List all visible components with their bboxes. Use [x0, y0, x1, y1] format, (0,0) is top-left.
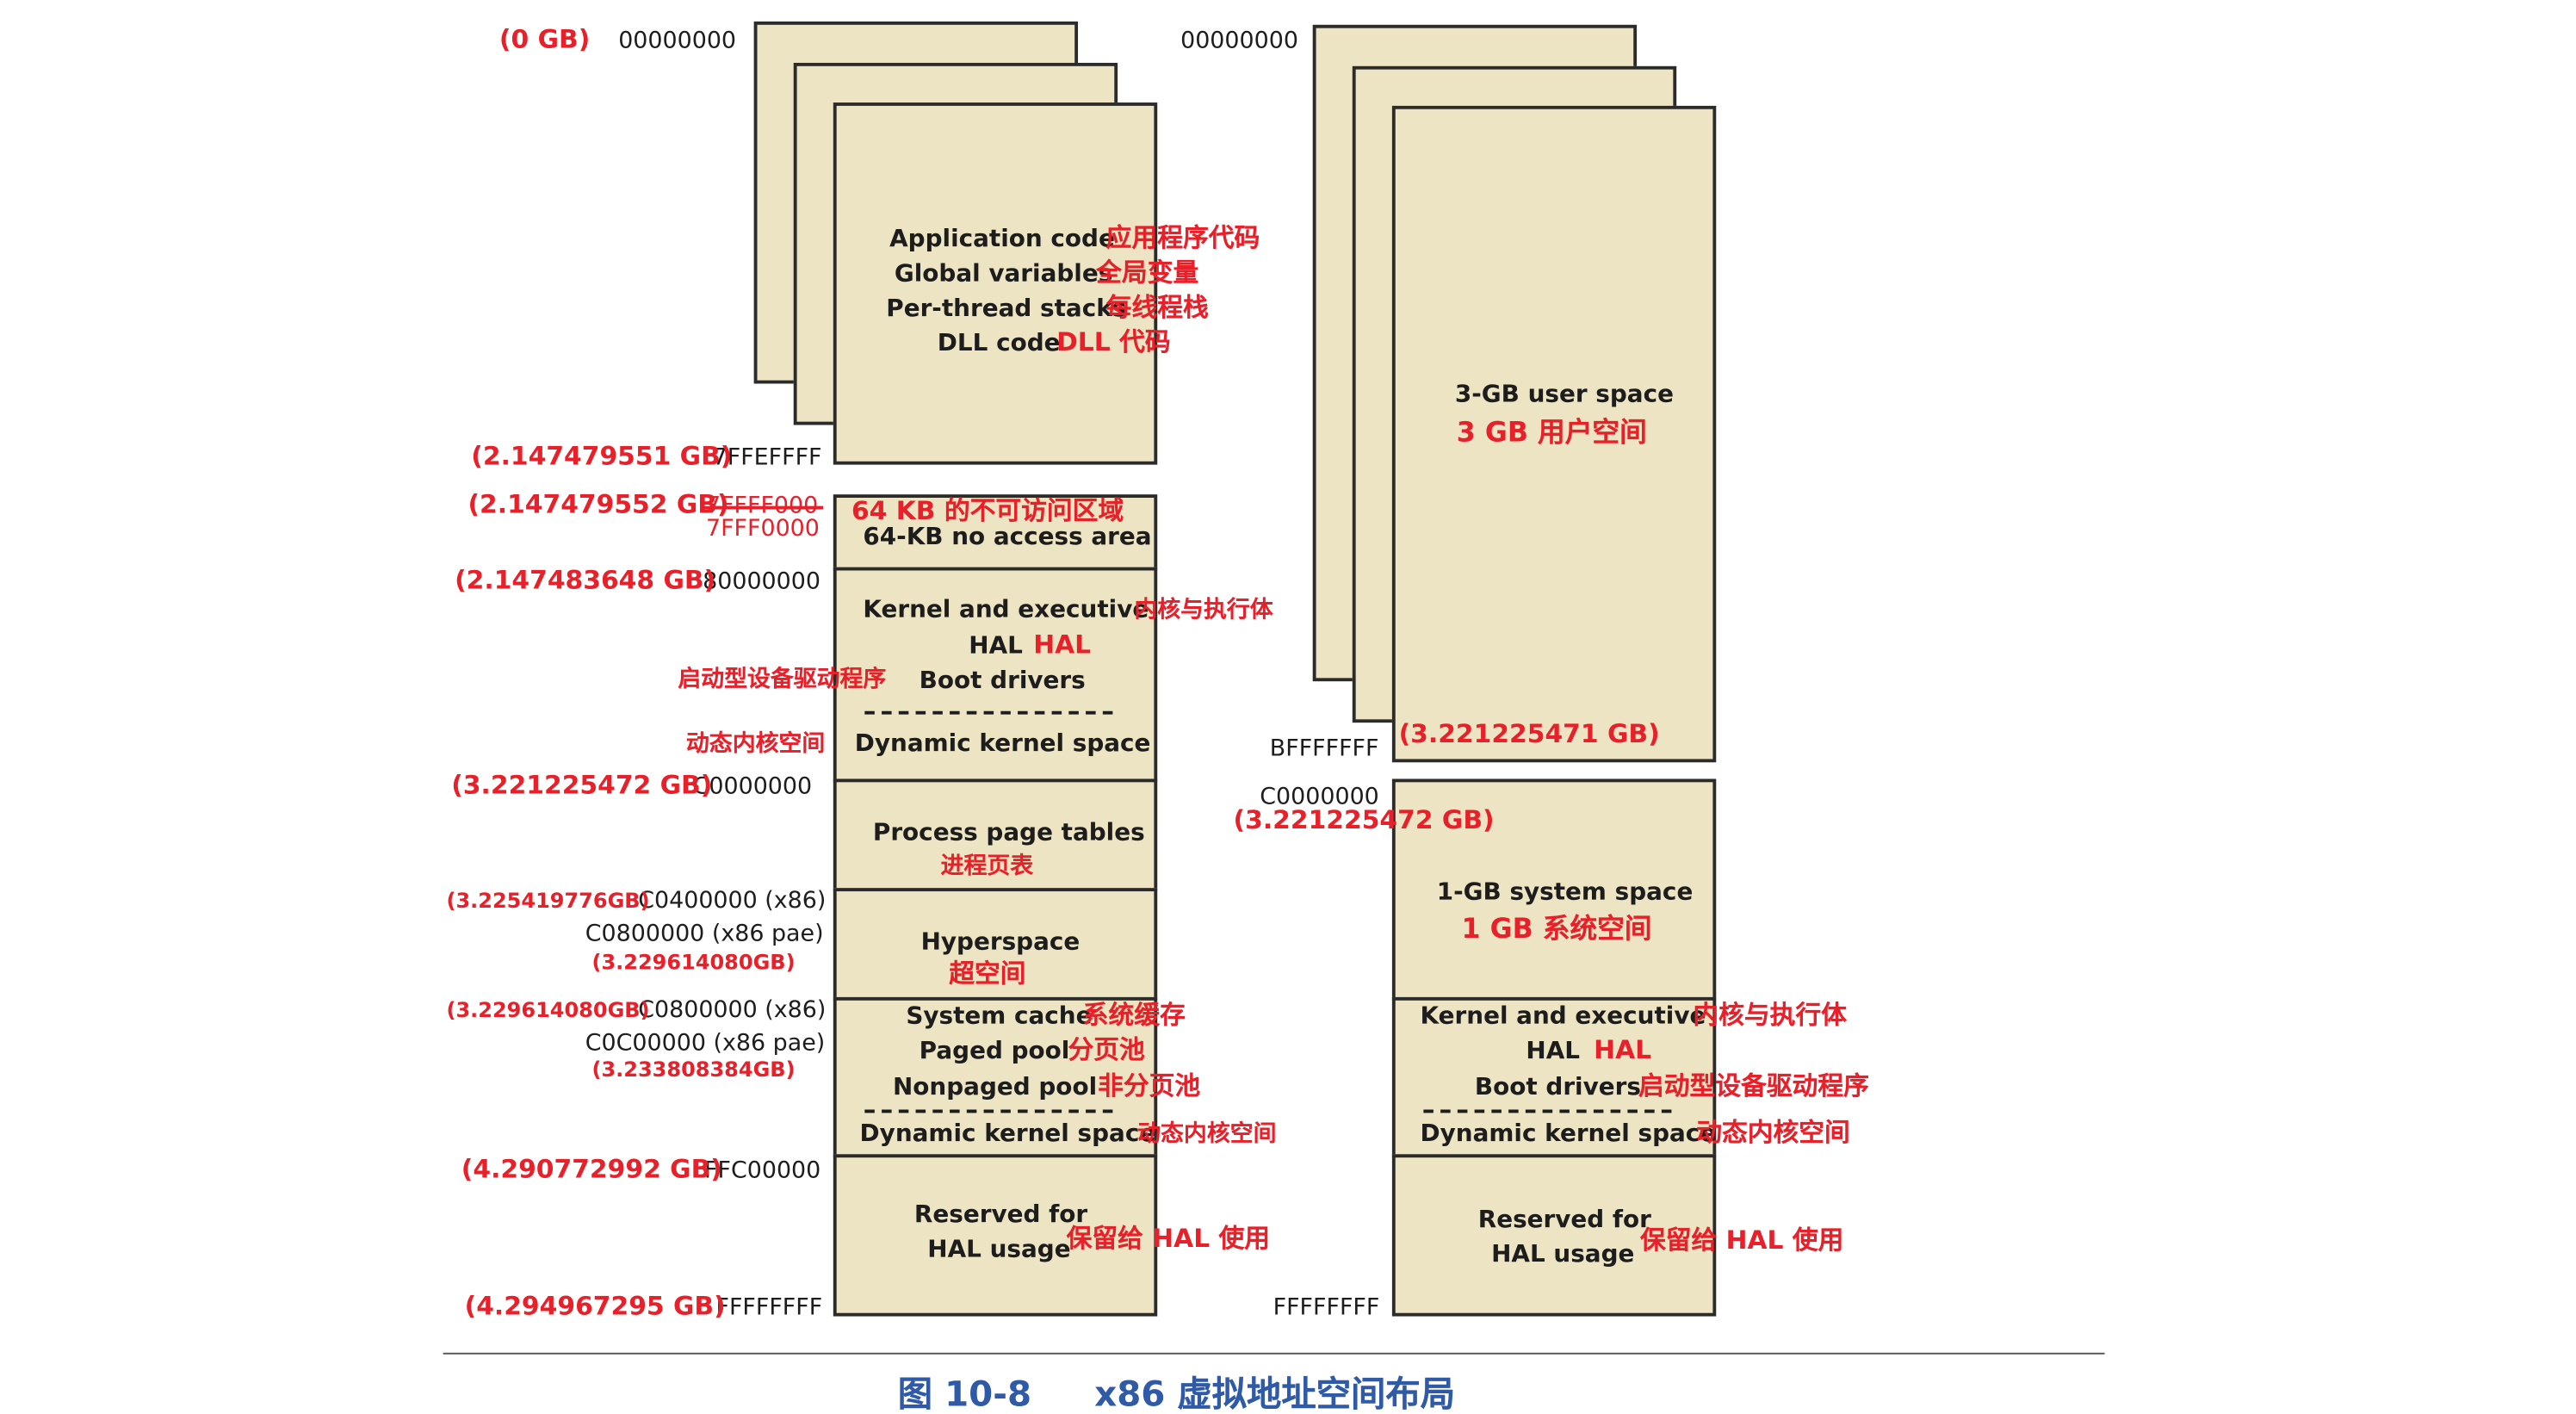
- right-system-space-cn: 1 GB 系统空间: [1461, 913, 1652, 945]
- left-addr-00000000: 00000000: [618, 28, 737, 55]
- left-dll-code: DLL code: [937, 331, 1061, 357]
- right-addr-FFFFFFFF: FFFFFFFF: [1273, 1294, 1380, 1322]
- right-kernel-exec-cn: 内核与执行体: [1693, 1000, 1848, 1031]
- left-dll-code-cn: DLL 代码: [1056, 327, 1171, 357]
- right-system-space: 1-GB system space: [1436, 879, 1694, 907]
- left-paged-pool-cn: 分页池: [1068, 1035, 1145, 1065]
- left-gb-2.147479551: (2.147479551 GB): [471, 441, 733, 472]
- left-system-cache-box: [833, 996, 1158, 1158]
- left-system-cache: System cache: [906, 1003, 1093, 1031]
- left-page-tables-cn: 进程页表: [940, 853, 1034, 880]
- right-boot-drivers: Boot drivers: [1474, 1075, 1641, 1101]
- right-user-space: 3-GB user space: [1454, 381, 1674, 409]
- right-reserved-l1: Reserved for: [1477, 1206, 1651, 1234]
- left-reserved-l1: Reserved for: [913, 1202, 1088, 1229]
- left-addr-C0C00000-pae: C0C00000 (x86 pae): [585, 1030, 826, 1057]
- right-kernel-exec: Kernel and executive: [1420, 1003, 1706, 1031]
- left-hal-cn: HAL: [1033, 629, 1092, 660]
- left-boot-drivers-cn: 启动型设备驱动程序: [678, 666, 887, 693]
- right-gb-3.221225471: (3.221225471 GB): [1398, 719, 1660, 749]
- left-gb-2.147479552: (2.147479552 GB): [468, 489, 729, 519]
- right-kernel-divider: [1423, 1109, 1672, 1113]
- left-addr-C0400000: C0400000 (x86): [638, 888, 827, 915]
- strike-line: [701, 505, 824, 510]
- right-hal: HAL: [1526, 1038, 1581, 1065]
- left-noaccess-box: [833, 494, 1158, 571]
- left-hal: HAL: [969, 633, 1023, 660]
- left-page-tables: Process page tables: [872, 820, 1145, 847]
- right-boot-drivers-cn: 启动型设备驱动程序: [1638, 1071, 1869, 1101]
- left-kernel-exec: Kernel and executive: [863, 597, 1149, 623]
- left-gb-3.225419776: (3.225419776GB): [446, 888, 650, 914]
- left-global-vars: Global variables: [894, 261, 1113, 288]
- left-hyperspace: Hyperspace: [920, 929, 1081, 956]
- left-dyn-kernel: Dynamic kernel space: [854, 730, 1151, 758]
- right-reserved-cn: 保留给 HAL 使用: [1639, 1225, 1844, 1256]
- left-cache-divider: [864, 1109, 1113, 1113]
- right-addr-00000000: 00000000: [1180, 28, 1298, 55]
- left-dyn-kernel-2: Dynamic kernel space: [859, 1120, 1156, 1148]
- left-dyn-kernel-2-cn: 动态内核空间: [1137, 1120, 1277, 1148]
- right-dyn-kernel-cn: 动态内核空间: [1696, 1118, 1850, 1148]
- caption-title: x86 虚拟地址空间布局: [1094, 1374, 1456, 1414]
- left-gb-2.147483648: (2.147483648 GB): [455, 565, 716, 596]
- left-app-code: Application code: [889, 226, 1115, 253]
- left-hyperspace-cn: 超空间: [949, 958, 1026, 989]
- right-gb-3.221225472: (3.221225472 GB): [1233, 805, 1495, 835]
- right-addr-C0000000: C0000000: [1260, 784, 1379, 810]
- left-reserved-l2: HAL usage: [927, 1237, 1071, 1264]
- left-thread-stacks: Per-thread stacks: [886, 295, 1127, 323]
- caption-figure-number: 图 10-8: [897, 1374, 1032, 1414]
- left-reserved-box: [833, 1154, 1158, 1317]
- left-noaccess-cn: 64 KB 的不可访问区域: [851, 496, 1124, 526]
- left-addr-7FFEFFFF: 7FFEFFFF: [712, 444, 822, 472]
- caption-rule: [443, 1352, 2105, 1355]
- left-kernel-exec-cn: 内核与执行体: [1134, 597, 1273, 623]
- right-reserved-l2: HAL usage: [1491, 1242, 1635, 1268]
- right-user-space-box: [1391, 105, 1717, 763]
- left-global-vars-cn: 全局变量: [1096, 257, 1199, 288]
- left-paged-pool: Paged pool: [919, 1038, 1070, 1065]
- left-thread-stacks-cn: 每线程栈: [1105, 292, 1209, 323]
- left-kernel-box: [833, 567, 1158, 783]
- left-gb-3.233808384: (3.233808384GB): [591, 1057, 796, 1082]
- left-dyn-kernel-cn: 动态内核空间: [685, 730, 826, 758]
- right-addr-BFFFFFFF: BFFFFFFF: [1269, 735, 1379, 763]
- left-addr-80000000: 80000000: [703, 568, 820, 596]
- left-gb-3.221225472: (3.221225472 GB): [451, 770, 713, 801]
- left-nonpaged-pool-cn: 非分页池: [1098, 1071, 1201, 1101]
- left-app-code-cn: 应用程序代码: [1105, 223, 1260, 253]
- left-gb-4.294967295: (4.294967295 GB): [464, 1291, 726, 1322]
- left-addr-7FFF0000: 7FFF0000: [705, 516, 820, 543]
- left-nonpaged-pool: Nonpaged pool: [892, 1075, 1098, 1101]
- left-gb-3.229614080-a: (3.229614080GB): [591, 949, 796, 975]
- right-hal-cn: HAL: [1594, 1035, 1652, 1065]
- left-reserved-cn: 保留给 HAL 使用: [1066, 1224, 1271, 1254]
- left-addr-C0800000: C0800000 (x86): [638, 996, 827, 1024]
- left-addr-C0000000: C0000000: [692, 773, 813, 801]
- left-boot-drivers: Boot drivers: [919, 667, 1086, 695]
- right-user-space-cn: 3 GB 用户空间: [1456, 416, 1647, 449]
- left-noaccess-label: 64-KB no access area: [863, 524, 1152, 551]
- left-addr-7FFFF000-struck: 7FFFF000: [705, 493, 819, 519]
- left-addr-C0800000-pae: C0800000 (x86 pae): [585, 921, 824, 948]
- left-user-space-box: [833, 102, 1158, 465]
- left-gb-4.290772992: (4.290772992 GB): [461, 1154, 722, 1184]
- left-gb-3.229614080-b: (3.229614080GB): [446, 996, 650, 1022]
- right-dyn-kernel: Dynamic kernel space: [1420, 1120, 1717, 1148]
- left-addr-FFC00000: FFC00000: [704, 1157, 821, 1184]
- left-hyperspace-box: [833, 888, 1158, 1001]
- left-system-cache-cn: 系统缓存: [1082, 1000, 1186, 1031]
- right-reserved-box: [1391, 1154, 1717, 1317]
- left-gb-0: (0 GB): [498, 24, 591, 55]
- left-addr-FFFFFFFF: FFFFFFFF: [715, 1294, 823, 1322]
- left-kernel-divider: [864, 710, 1113, 715]
